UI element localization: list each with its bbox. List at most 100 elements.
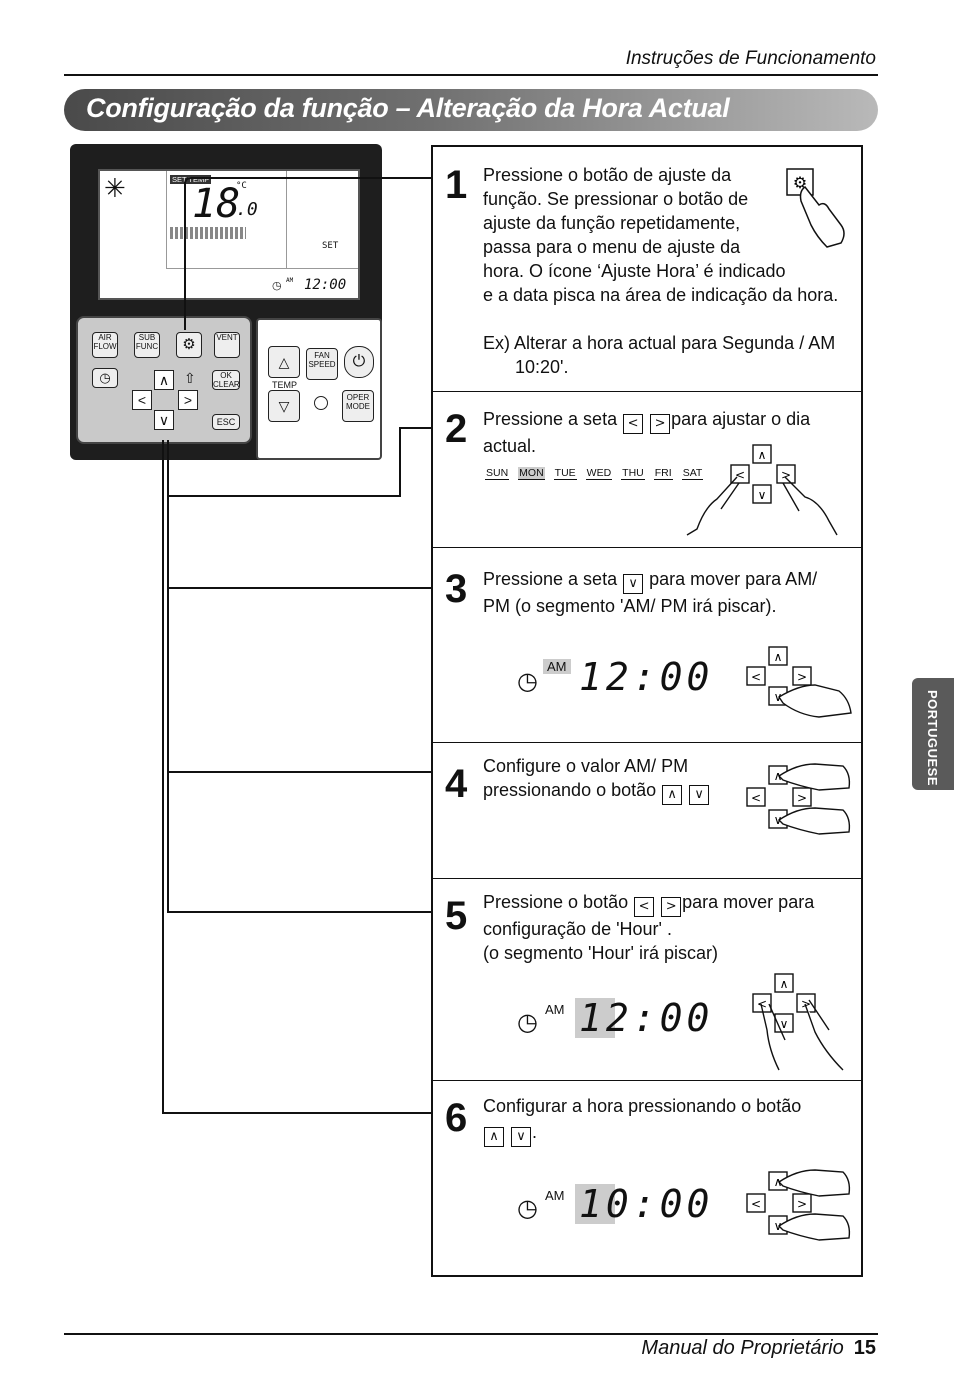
svg-text:<: < (735, 468, 745, 482)
section-header: Instruções de Funcionamento (625, 48, 876, 69)
day-label: TUE (553, 467, 577, 480)
text-line: função. Se pressionar o botão de (483, 189, 749, 209)
text-line: Configure o valor AM/ PM (483, 756, 689, 776)
day-label: WED (585, 467, 613, 480)
clock-icon: ◷ (517, 1195, 538, 1222)
text-part: Pressione a seta (483, 409, 618, 429)
svg-text:∨: ∨ (780, 1017, 789, 1031)
svg-text:∧: ∧ (758, 448, 767, 462)
lcd-bar (170, 227, 246, 239)
remote-lcd: ✳ SET TEMP 18 .0 °C SET ◷ AM 12:00 (98, 169, 360, 300)
fan-icon: ✳ (104, 173, 126, 203)
step-number: 3 (445, 567, 468, 611)
svg-text:>: > (797, 791, 807, 805)
left-arrow-button[interactable]: < (132, 390, 152, 410)
right-arrow-button[interactable]: > (178, 390, 198, 410)
example-text: Ex) Alterar a hora actual para Segunda /… (483, 333, 836, 353)
hands-up-down-icon: ∧<>∨ (746, 1169, 851, 1241)
ampm-indicator: AM (545, 1188, 565, 1203)
temp-up-button[interactable]: △ (268, 346, 300, 378)
step-number: 4 (445, 762, 468, 806)
hour-highlight (575, 1184, 615, 1224)
text-part: Pressione a seta (483, 569, 618, 589)
step-text: Configurar a hora pressionando o botão ∧… (483, 1094, 801, 1147)
left-key-icon: < (623, 414, 644, 434)
clock-button[interactable]: ◷ (92, 368, 118, 388)
clock-icon: ◷ (272, 280, 282, 292)
step-text: Pressione o botão de ajuste da função. S… (483, 163, 838, 379)
indicator-lamp (314, 396, 328, 410)
text-part: para mover para AM/ (649, 569, 818, 589)
fan-speed-button[interactable]: FAN SPEED (306, 348, 338, 380)
remote-function-panel: AIR FLOW SUB FUNC ⚙ VENT ◷ ∧ < > ∨ ⇧ OK … (76, 316, 252, 444)
text-line: Configurar a hora pressionando o botão (483, 1096, 802, 1116)
svg-text:∨: ∨ (758, 488, 767, 502)
hand-press-function-icon: ⚙ (786, 168, 845, 248)
text-line: configuração de 'Hour' . (483, 919, 672, 939)
svg-text:∨: ∨ (774, 690, 783, 704)
text-line: hora. O ícone ‘Ajuste Hora’ é indicado (483, 261, 786, 281)
esc-button[interactable]: ESC (212, 414, 240, 430)
text-part: Pressione o botão (483, 892, 629, 912)
time-display: 10:00 (579, 1182, 714, 1226)
air-flow-button[interactable]: AIR FLOW (92, 332, 118, 358)
svg-text:>: > (781, 468, 791, 482)
footer: Manual do Proprietário 15 (641, 1337, 876, 1360)
svg-text:>: > (801, 997, 811, 1011)
lcd-temperature: 18 (192, 181, 241, 227)
ampm-indicator: AM (545, 1002, 565, 1017)
svg-text:∧: ∧ (774, 650, 783, 664)
step-2: 2 Pressione a seta < >para ajustar o dia… (433, 391, 861, 548)
clock-icon: ◷ (517, 1009, 538, 1036)
up-arrow-button[interactable]: ∧ (154, 370, 174, 390)
step-number: 1 (445, 163, 468, 207)
text-line: (o segmento 'Hour' irá piscar) (483, 943, 718, 963)
svg-text:<: < (751, 670, 761, 684)
lcd-clock-ampm: AM (286, 277, 294, 284)
text-line: passa para o menu de ajuste da (483, 237, 741, 257)
hands-left-right-icon: ∧ < > ∨ (686, 444, 838, 536)
down-arrow-button[interactable]: ∨ (154, 410, 174, 430)
svg-text:∨: ∨ (774, 1219, 783, 1233)
step-5: 5 Pressione o botão < >para mover para c… (433, 878, 861, 1081)
step-6: 6 Configurar a hora pressionando o botão… (433, 1080, 861, 1275)
example-text: 10:20'. (515, 357, 569, 377)
text-line: e a data pisca na área de indicação da h… (483, 285, 839, 305)
power-button[interactable]: ⏻ (344, 346, 374, 378)
oper-mode-button[interactable]: OPER MODE (342, 390, 374, 422)
svg-text:∧: ∧ (774, 769, 783, 783)
step-text: Pressione a seta ∨ para mover para AM/ P… (483, 567, 817, 618)
lcd-clock: 12:00 (304, 277, 347, 293)
language-tab: PORTUGUESE (912, 678, 954, 790)
day-label: SAT (681, 467, 704, 480)
function-setting-button[interactable]: ⚙ (176, 332, 202, 358)
svg-text:<: < (751, 1197, 761, 1211)
time-display: 12:00 (579, 655, 714, 699)
vent-button[interactable]: VENT (214, 332, 240, 358)
step-number: 2 (445, 407, 468, 451)
down-key-icon: ∨ (623, 574, 644, 594)
remote-main-panel: △ TEMP ▽ FAN SPEED ⏻ OPER MODE (256, 318, 382, 460)
header-rule (64, 74, 878, 76)
sub-func-button[interactable]: SUB FUNC (134, 332, 160, 358)
step-number: 5 (445, 894, 468, 938)
step-1: 1 Pressione o botão de ajuste da função.… (433, 147, 861, 392)
footer-label: Manual do Proprietário (641, 1337, 844, 1359)
ok-clear-button[interactable]: OK CLEAR (212, 370, 240, 390)
set-temp-tag: SET TEMP (170, 175, 212, 184)
up-key-icon: ∧ (484, 1127, 504, 1147)
temp-down-button[interactable]: ▽ (268, 390, 300, 422)
svg-text:∨: ∨ (774, 813, 783, 827)
text-line: Pressione o botão de ajuste da (483, 165, 732, 185)
ampm-indicator-blinking: AM (543, 659, 571, 674)
hand-press-down-icon: ∧<>∨ (746, 646, 852, 718)
page-title: Configuração da função – Alteração da Ho… (86, 93, 730, 123)
time-display: 12:00 (579, 996, 714, 1040)
page-number: 15 (853, 1337, 876, 1359)
hands-left-right-icon: ∧<>∨ (752, 973, 844, 1071)
day-label: FRI (653, 467, 673, 480)
right-key-icon: > (650, 414, 671, 434)
step-text: Pressione o botão < >para mover para con… (483, 890, 814, 965)
